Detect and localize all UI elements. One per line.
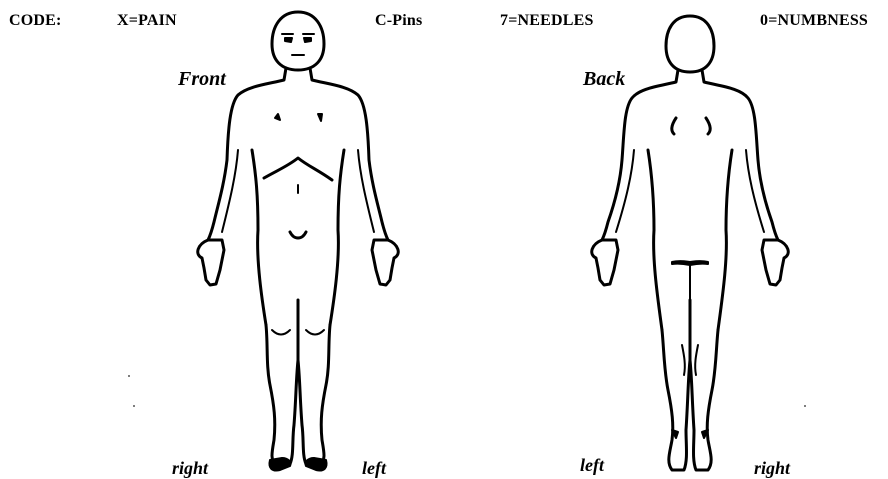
back-right-leg xyxy=(690,330,718,470)
back-shoulder-blades xyxy=(672,118,710,134)
front-left-leg xyxy=(298,325,330,465)
front-head-outline xyxy=(272,12,324,70)
code-needles-legend: 7=NEEDLES xyxy=(500,12,594,30)
back-torso-right-side xyxy=(718,150,732,330)
back-buttock-line xyxy=(672,261,708,265)
front-eyes xyxy=(285,38,311,42)
scan-speck xyxy=(128,375,130,377)
back-torso-left-side xyxy=(648,150,662,330)
front-left-side-label: left xyxy=(362,458,386,479)
code-label: CODE: xyxy=(9,12,62,30)
front-torso-right-side xyxy=(330,150,344,325)
back-left-leg xyxy=(662,300,690,470)
back-right-side-label: right xyxy=(754,458,790,479)
front-left-hand xyxy=(372,240,398,285)
back-heels xyxy=(672,430,708,438)
back-body-figure xyxy=(585,0,800,479)
code-pain-legend: X=PAIN xyxy=(117,12,177,30)
front-torso-left-side xyxy=(252,150,266,325)
front-feet xyxy=(269,458,326,471)
front-body-outline xyxy=(208,68,388,240)
back-right-hand xyxy=(762,240,788,285)
front-right-hand xyxy=(198,240,224,285)
scan-speck xyxy=(804,405,806,407)
front-right-leg xyxy=(266,300,298,465)
back-left-hand xyxy=(592,240,618,285)
back-body-outline xyxy=(602,70,778,240)
front-body-figure xyxy=(190,0,410,479)
front-groin xyxy=(290,232,306,238)
front-ribcage-line xyxy=(264,158,332,180)
back-head-outline xyxy=(666,16,714,72)
front-right-side-label: right xyxy=(172,458,208,479)
back-left-side-label: left xyxy=(580,455,604,476)
scan-speck xyxy=(133,405,135,407)
